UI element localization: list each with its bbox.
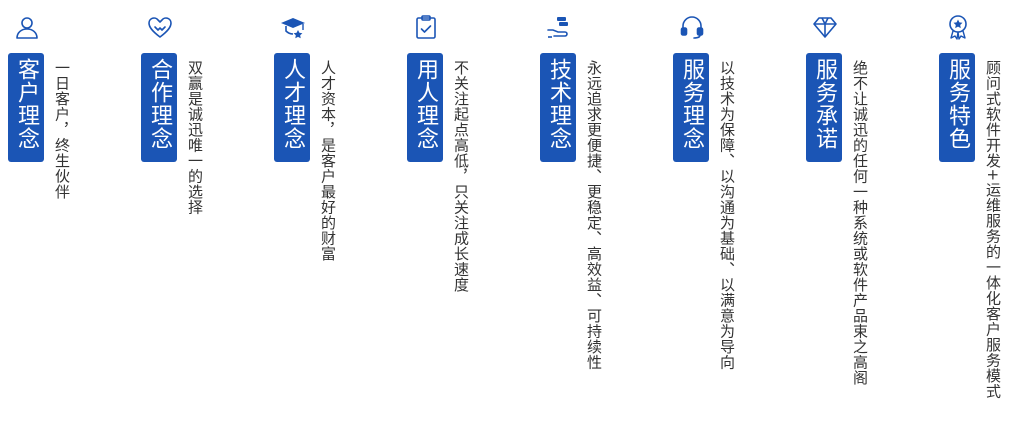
value-title: 客户理念 <box>14 58 39 150</box>
value-title: 服务特色 <box>945 58 970 150</box>
value-description: 人才资本，是客户最好的财富 <box>319 60 337 262</box>
value-column-promise: 服务承诺 绝不让诚迅的任何一种系统或软件产品束之高阁 <box>798 0 931 430</box>
value-title-badge: 客户理念 <box>8 53 44 162</box>
clipboard-check-icon <box>413 14 439 40</box>
value-description: 双赢是诚迅唯一的选择 <box>186 60 204 215</box>
value-title-badge: 技术理念 <box>540 53 576 162</box>
value-description: 以技术为保障、以沟通为基础、以满意为导向 <box>718 60 736 370</box>
value-description: 一日客户，终生伙伴 <box>53 60 71 200</box>
value-title: 服务承诺 <box>812 58 837 150</box>
hand-coins-icon <box>546 14 572 40</box>
value-title-badge: 服务理念 <box>673 53 709 162</box>
value-title: 用人理念 <box>413 58 438 150</box>
value-column-cooperation: 合作理念 双赢是诚迅唯一的选择 <box>133 0 266 430</box>
value-column-talent: 人才理念 人才资本，是客户最好的财富 <box>266 0 399 430</box>
value-description: 永远追求更便捷、更稳定、高效益、可持续性 <box>585 60 603 370</box>
value-description: 绝不让诚迅的任何一种系统或软件产品束之高阁 <box>851 60 869 386</box>
value-title: 人才理念 <box>280 58 305 150</box>
value-column-service: 服务理念 以技术为保障、以沟通为基础、以满意为导向 <box>665 0 798 430</box>
user-icon <box>14 14 40 40</box>
value-title-badge: 服务承诺 <box>806 53 842 162</box>
value-title-badge: 人才理念 <box>274 53 310 162</box>
value-column-customer: 客户理念 一日客户，终生伙伴 <box>0 0 133 430</box>
value-title: 技术理念 <box>546 58 571 150</box>
value-column-technology: 技术理念 永远追求更便捷、更稳定、高效益、可持续性 <box>532 0 665 430</box>
value-title: 服务理念 <box>679 58 704 150</box>
value-title-badge: 用人理念 <box>407 53 443 162</box>
handshake-icon <box>147 14 173 40</box>
graduation-cap-icon <box>280 14 306 40</box>
award-badge-icon <box>945 14 971 40</box>
value-title-badge: 合作理念 <box>141 53 177 162</box>
diamond-icon <box>812 14 838 40</box>
value-column-employment: 用人理念 不关注起点高低，只关注成长速度 <box>399 0 532 430</box>
value-column-feature: 服务特色 顾问式软件开发+运维服务的一体化客户服务模式 <box>931 0 1010 430</box>
value-title: 合作理念 <box>147 58 172 150</box>
headset-icon <box>679 14 705 40</box>
value-description: 不关注起点高低，只关注成长速度 <box>452 60 470 293</box>
value-description: 顾问式软件开发+运维服务的一体化客户服务模式 <box>984 60 1002 399</box>
value-title-badge: 服务特色 <box>939 53 975 162</box>
